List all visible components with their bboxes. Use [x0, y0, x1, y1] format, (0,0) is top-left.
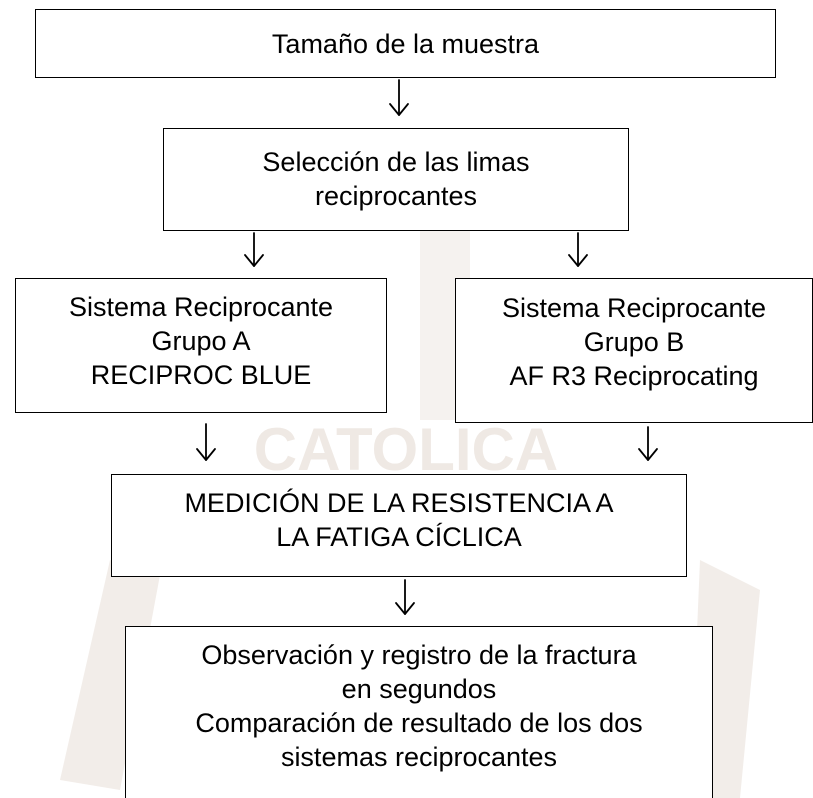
box-text-line: Sistema Reciprocante — [501, 293, 767, 323]
watermark-text: CATOLICA — [254, 416, 558, 483]
box-text-line: Sistema Reciprocante — [68, 292, 334, 322]
box-text-line: MEDICIÓN DE LA RESISTENCIA A — [184, 488, 614, 518]
box-text-line: RECIPROC BLUE — [90, 360, 312, 390]
box-text-line: Observación y registro de la fractura — [201, 640, 637, 670]
box-text-line: Selección de las limas — [262, 147, 530, 177]
box-text-line: Grupo B — [583, 327, 685, 357]
group-b-box: Sistema Reciprocante Grupo B AF R3 Recip… — [455, 278, 813, 423]
box-text-line: AF R3 Reciprocating — [509, 361, 759, 391]
box-text-line: sistemas reciprocantes — [280, 742, 558, 772]
file-selection-box: Selección de las limas reciprocantes — [163, 128, 629, 231]
box-text-line: reciprocantes — [314, 181, 478, 211]
fatigue-measurement-box: MEDICIÓN DE LA RESISTENCIA A LA FATIGA C… — [111, 474, 687, 577]
group-a-box: Sistema Reciprocante Grupo A RECIPROC BL… — [15, 278, 387, 413]
observation-box: Observación y registro de la fractura en… — [125, 626, 713, 798]
box-text-line: Comparación de resultado de los dos — [195, 708, 643, 738]
box-text-line: en segundos — [341, 674, 497, 704]
box-text-line: Tamaño de la muestra — [271, 29, 540, 59]
box-text-line: LA FATIGA CÍCLICA — [276, 522, 522, 552]
box-text-line: Grupo A — [151, 326, 251, 356]
sample-size-box: Tamaño de la muestra — [35, 9, 776, 78]
